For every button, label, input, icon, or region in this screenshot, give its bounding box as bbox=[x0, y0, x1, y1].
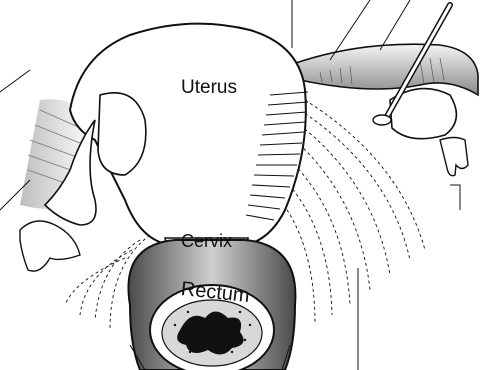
uterus-label: Uterus bbox=[181, 78, 237, 97]
left-fimbriae bbox=[20, 221, 80, 271]
right-fimbriae bbox=[440, 138, 468, 176]
cervix-label: Cervix bbox=[181, 232, 232, 250]
left-ovary bbox=[98, 93, 146, 175]
right-fallopian-tube bbox=[290, 44, 478, 95]
